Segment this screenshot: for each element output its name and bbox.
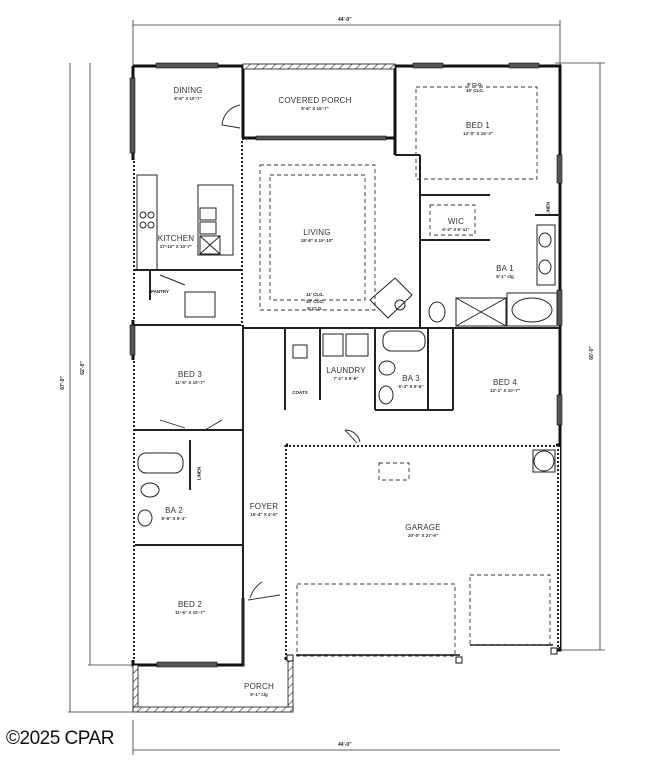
front-porch-left	[132, 664, 139, 711]
room-foyer: FOYER 15'-4" X 4'-5"	[250, 502, 279, 517]
label-linen-bed1: LINEN	[545, 201, 551, 216]
room-name: BA 2	[165, 506, 183, 515]
room-name: BA 1	[496, 264, 514, 273]
room-name: LAUNDRY	[326, 366, 366, 375]
room-name: BED 3	[177, 370, 203, 379]
dimension-left-inner-depth: 62'-0"	[79, 361, 86, 375]
room-kitchen: KITCHEN 17'-10" X 10'-7"	[158, 234, 195, 249]
room-name: GARAGE	[405, 523, 441, 532]
room-living: LIVING 18'-8" X 15'-10"	[301, 228, 333, 243]
room-name: WIC	[447, 217, 465, 226]
copyright-text: ©2025 CPAR	[6, 728, 114, 749]
room-covered-porch: COVERED PORCH 8'-6" X 15'-7"	[278, 96, 351, 111]
label-coats: COATS	[292, 390, 308, 395]
room-name: FOYER	[249, 502, 279, 511]
room-dims: 20'-0" X 27'-9"	[408, 533, 438, 538]
interior-walls	[133, 138, 560, 665]
room-laundry: LAUNDRY 7'-1" X 5'-6"	[326, 366, 366, 381]
room-dims: 17'-10" X 10'-7"	[159, 244, 193, 249]
room-dims: 9'-1" clg	[250, 692, 268, 697]
room-dims: 11'-6" X 10'-7"	[175, 380, 205, 385]
room-dims: 8'-6" X 5'-1"	[161, 516, 187, 521]
room-name: DINING	[173, 86, 203, 95]
ceiling-note-living-10: 10' CLG.	[305, 299, 325, 304]
ceiling-outlines	[259, 86, 551, 657]
room-bed4: BED 4 12'-1" X 10'-7"	[490, 378, 520, 393]
room-ba3: BA 3 6'-3" X 5'-6"	[399, 374, 424, 389]
doors	[159, 104, 361, 601]
room-dims: 8'-6" X 10'-7"	[174, 96, 202, 101]
room-dims: 6'-2" X 6'-11"	[442, 227, 470, 232]
room-dims: 8'-1" clg	[496, 274, 514, 279]
room-name: BED 4	[492, 378, 518, 387]
ceiling-note-living-9: 9' CLG.	[307, 306, 323, 311]
room-name: LIVING	[303, 228, 331, 237]
room-name: BA 3	[402, 374, 420, 383]
dimension-lines	[68, 20, 605, 755]
room-bed1: BED 1 13'-0" X 16'-3"	[463, 121, 493, 136]
dimension-bottom-width: 44'-0"	[338, 742, 352, 748]
covered-porch-top-edge	[242, 63, 396, 70]
room-dims: 15'-4" X 4'-5"	[250, 512, 278, 517]
dimension-right-depth: 60'-0"	[588, 346, 595, 360]
room-name: PORCH	[244, 682, 274, 691]
room-bed2: BED 2 11'-6" X 10'-7"	[175, 600, 205, 615]
room-name: KITCHEN	[157, 234, 195, 243]
ceiling-note-bed1-10: 10' CLG.	[465, 88, 485, 93]
room-dims: 11'-6" X 10'-7"	[175, 610, 205, 615]
dimension-top-width: 44'-0"	[338, 17, 352, 23]
room-name: BED 2	[177, 600, 203, 609]
room-name: BED 1	[465, 121, 491, 130]
windows	[129, 62, 563, 668]
room-dims: 18'-8" X 15'-10"	[300, 238, 334, 243]
room-dims: 12'-1" X 10'-7"	[490, 388, 520, 393]
ceiling-note-living-11: 11' CLG.	[306, 292, 324, 297]
front-porch-right	[287, 659, 294, 711]
room-dims: 13'-0" X 16'-3"	[463, 131, 493, 136]
room-dims: 6'-3" X 5'-6"	[398, 384, 424, 389]
room-name: COVERED PORCH	[278, 96, 352, 105]
label-linen-ba2: LINEN	[196, 466, 202, 481]
room-wic: WIC 6'-2" X 6'-11"	[442, 217, 469, 232]
room-bed3: BED 3 11'-6" X 10'-7"	[175, 370, 205, 385]
room-dims: 7'-1" X 5'-6"	[333, 376, 359, 381]
room-dining: DINING 8'-6" X 10'-7"	[173, 86, 202, 101]
room-porch: PORCH 9'-1" clg	[244, 682, 274, 697]
ceiling-note-bed1-9: 9' CLG.	[467, 82, 483, 87]
dimension-left-outer-depth: 67'-0"	[59, 376, 66, 390]
room-ba2: BA 2 8'-6" X 5'-1"	[162, 506, 187, 521]
label-pantry: PANTRY	[151, 289, 169, 294]
fixtures	[136, 174, 558, 527]
room-ba1: BA 1 8'-1" clg	[496, 264, 514, 279]
front-porch-bottom	[132, 706, 294, 713]
room-dims: 8'-6" X 15'-7"	[301, 106, 329, 111]
room-garage: GARAGE 20'-0" X 27'-9"	[405, 523, 440, 538]
